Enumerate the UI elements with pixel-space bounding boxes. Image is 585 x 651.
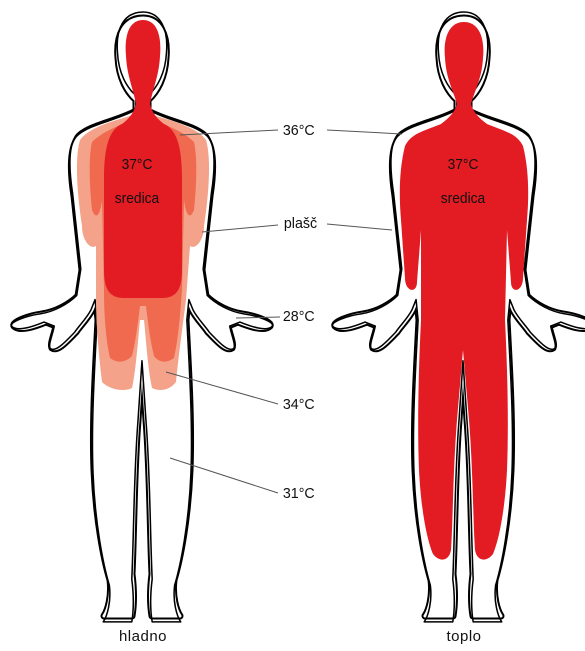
callout-31c: 31°C [281, 485, 317, 503]
cold-core-temp: 37°C [100, 155, 174, 175]
callout-28c: 28°C [281, 308, 317, 326]
warm-core-name: sredica [426, 189, 500, 209]
callout-shell: plašč [282, 215, 319, 233]
warm-core-temp: 37°C [426, 155, 500, 175]
callout-36c: 36°C [281, 122, 317, 140]
warm-body [332, 12, 585, 622]
cold-core-name: sredica [100, 189, 174, 209]
leader-plasc-right [327, 224, 392, 230]
caption-warm: toplo [414, 628, 514, 645]
leader-plasc-left [202, 225, 278, 232]
leader-36-right [327, 130, 402, 134]
callout-34c: 34°C [281, 396, 317, 414]
cold-body [11, 12, 272, 622]
caption-cold: hladno [93, 628, 193, 645]
